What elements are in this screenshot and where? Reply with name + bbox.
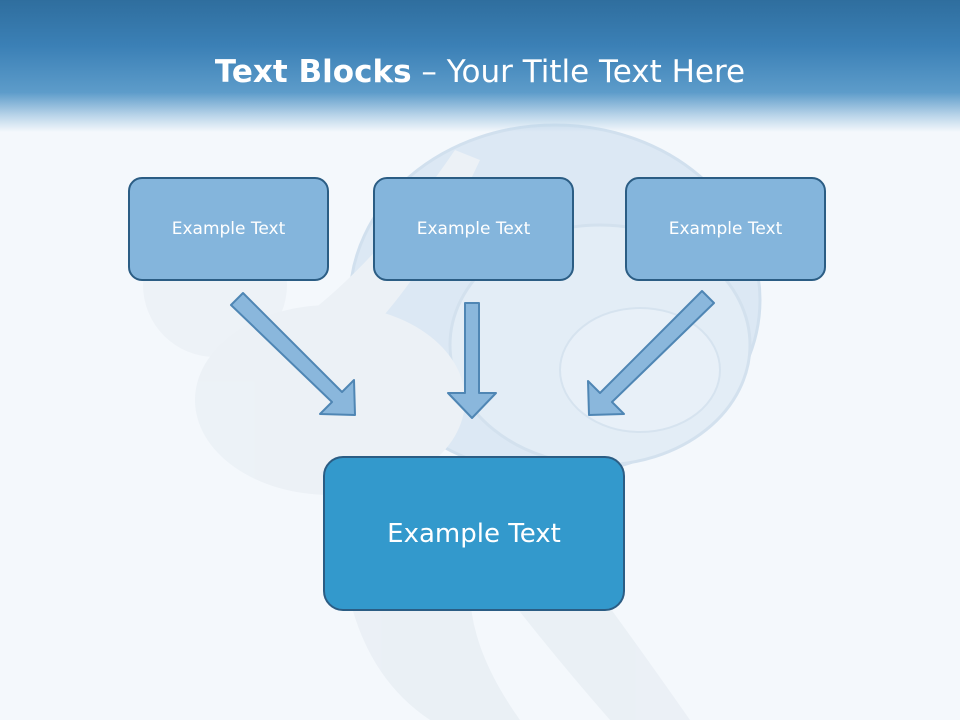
text-box-right[interactable]: Example Text: [625, 177, 826, 281]
figure-leg-shape: [350, 590, 520, 720]
title-bold-part: Text Blocks: [214, 54, 412, 90]
slide-title: Text Blocks – Your Title Text Here: [0, 54, 960, 90]
arrow-left-diagonal: [230, 292, 356, 416]
text-box-center-label: Example Text: [387, 518, 561, 549]
text-box-middle[interactable]: Example Text: [373, 177, 574, 281]
arrow-middle-down: [447, 302, 497, 419]
text-box-left-label: Example Text: [171, 219, 286, 239]
text-box-middle-label: Example Text: [416, 219, 531, 239]
title-dash: –: [411, 54, 447, 90]
title-rest-part: Your Title Text Here: [446, 54, 746, 90]
arrow-right-diagonal: [587, 290, 715, 416]
text-box-center[interactable]: Example Text: [323, 456, 625, 611]
text-box-left[interactable]: Example Text: [128, 177, 329, 281]
text-box-right-label: Example Text: [668, 219, 783, 239]
title-bar: [0, 0, 960, 132]
